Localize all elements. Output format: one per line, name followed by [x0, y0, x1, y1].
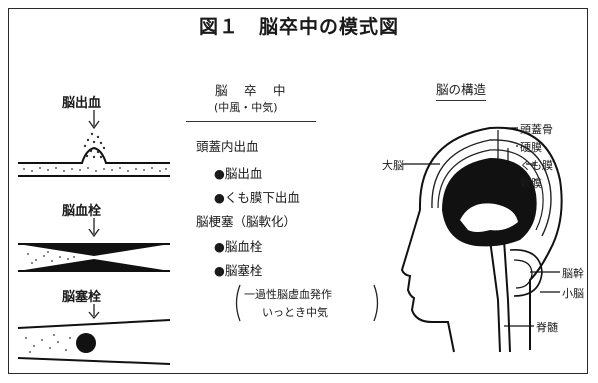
figure-title: 図１ 脳卒中の模式図	[198, 16, 399, 38]
item-subarachnoid-hemorrhage: ●くも膜下出血	[214, 190, 300, 205]
heading-rule	[186, 121, 316, 122]
tia-line2: いっとき中気	[262, 306, 328, 319]
hemorrhage-diagram	[18, 110, 170, 177]
figure-frame	[8, 8, 588, 374]
label-embolism: 脳塞栓	[62, 290, 102, 305]
tia-line1: 一過性脳虚血発作	[244, 288, 332, 301]
stroke-heading: 脳 卒 中	[215, 83, 288, 98]
label-dura: 硬膜	[520, 141, 542, 154]
item-cerebral-hemorrhage: ●脳出血	[214, 166, 263, 181]
tia-brackets	[235, 284, 379, 322]
label-spinal-cord: 脊髄	[536, 321, 558, 334]
label-pia: 軟膜	[520, 177, 542, 190]
intracranial-hemorrhage: 頭蓋内出血	[196, 139, 259, 154]
item-cerebral-embolism: ●脳塞栓	[214, 263, 263, 278]
cerebral-infarction: 脳梗塞（脳軟化）	[196, 214, 297, 229]
embolism-diagram	[17, 304, 171, 365]
label-skull: 頭蓋骨	[520, 123, 553, 136]
label-brainstem: 脳幹	[562, 267, 584, 280]
label-hemorrhage: 脳出血	[62, 96, 102, 111]
label-thrombosis: 脳血栓	[62, 204, 102, 219]
stroke-subheading: (中風・中気)	[214, 101, 278, 114]
brain-diagram	[400, 126, 563, 353]
brain-structure-heading: 脳の構造	[436, 79, 487, 101]
item-cerebral-thrombosis: ●脳血栓	[214, 239, 263, 254]
label-cerebrum: 大脳	[382, 159, 404, 172]
label-cerebellum: 小脳	[562, 287, 584, 300]
label-arachnoid: くも膜	[520, 159, 553, 172]
thrombosis-diagram	[18, 218, 170, 272]
